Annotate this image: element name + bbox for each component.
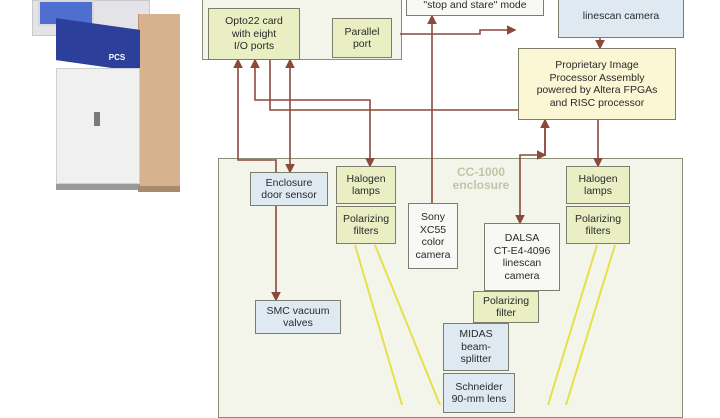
sony-xc55-camera: Sony XC55 color camera — [408, 203, 458, 269]
smc-vacuum-valves: SMC vacuum valves — [255, 300, 341, 334]
enclosure-door-sensor: Enclosure door sensor — [250, 172, 328, 206]
opto22-card: Opto22 card with eight I/O ports — [208, 8, 300, 60]
enclosure-label: CC-1000 enclosure — [452, 165, 510, 192]
machine-badge-text: PCS — [108, 53, 126, 62]
machine-lower-cabinet — [56, 68, 140, 184]
machine-side-panel — [138, 14, 180, 186]
dalsa-linescan-camera: DALSA CT-E4-4096 linescan camera — [484, 223, 560, 291]
machine-handle — [94, 112, 100, 126]
halogen-lamps-left: Halogen lamps — [336, 166, 396, 204]
parallel-port: Parallel port — [332, 18, 392, 58]
stop-and-stare-mode: "stop and stare" mode — [406, 0, 544, 16]
polarizing-filters-left: Polarizing filters — [336, 206, 396, 244]
light-rays — [354, 244, 616, 405]
midas-beam-splitter: MIDAS beam- splitter — [443, 323, 509, 371]
image-processor-assembly: Proprietary Image Processor Assembly pow… — [518, 48, 676, 120]
machine-foot-left — [56, 184, 140, 190]
linescan-camera-top: linescan camera — [558, 0, 684, 38]
schneider-lens: Schneider 90-mm lens — [443, 373, 515, 413]
machine-illustration: PCS — [30, 0, 180, 200]
polarizing-filter: Polarizing filter — [473, 291, 539, 323]
connection-lines — [233, 14, 616, 405]
polarizing-filters-right: Polarizing filters — [566, 206, 630, 244]
halogen-lamps-right: Halogen lamps — [566, 166, 630, 204]
machine-foot-right — [138, 186, 180, 192]
machine-badge: PCS — [100, 52, 134, 64]
